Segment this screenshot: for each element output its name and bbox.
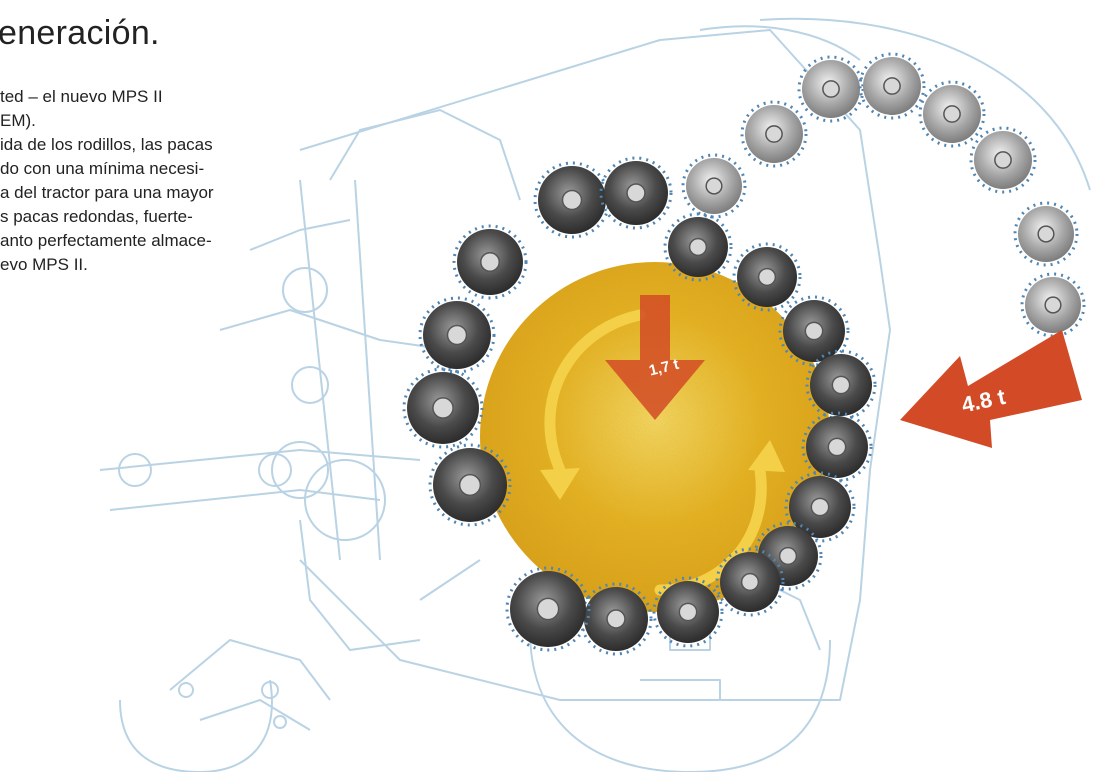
roller-light xyxy=(860,54,924,118)
roller xyxy=(420,298,494,372)
arm-load-arrow: 4.8 t xyxy=(900,330,1082,448)
roller xyxy=(665,214,731,280)
roller-light xyxy=(920,82,984,146)
roller xyxy=(601,158,671,228)
roller-light xyxy=(1022,274,1084,336)
roller-light xyxy=(1015,203,1077,265)
roller-light xyxy=(971,128,1035,192)
roller xyxy=(404,369,482,447)
roller-light xyxy=(799,57,863,121)
roller xyxy=(454,226,526,298)
roller-light xyxy=(683,155,745,217)
roller-light xyxy=(742,102,806,166)
roller xyxy=(535,163,609,237)
roller xyxy=(734,244,800,310)
roller xyxy=(507,568,589,650)
